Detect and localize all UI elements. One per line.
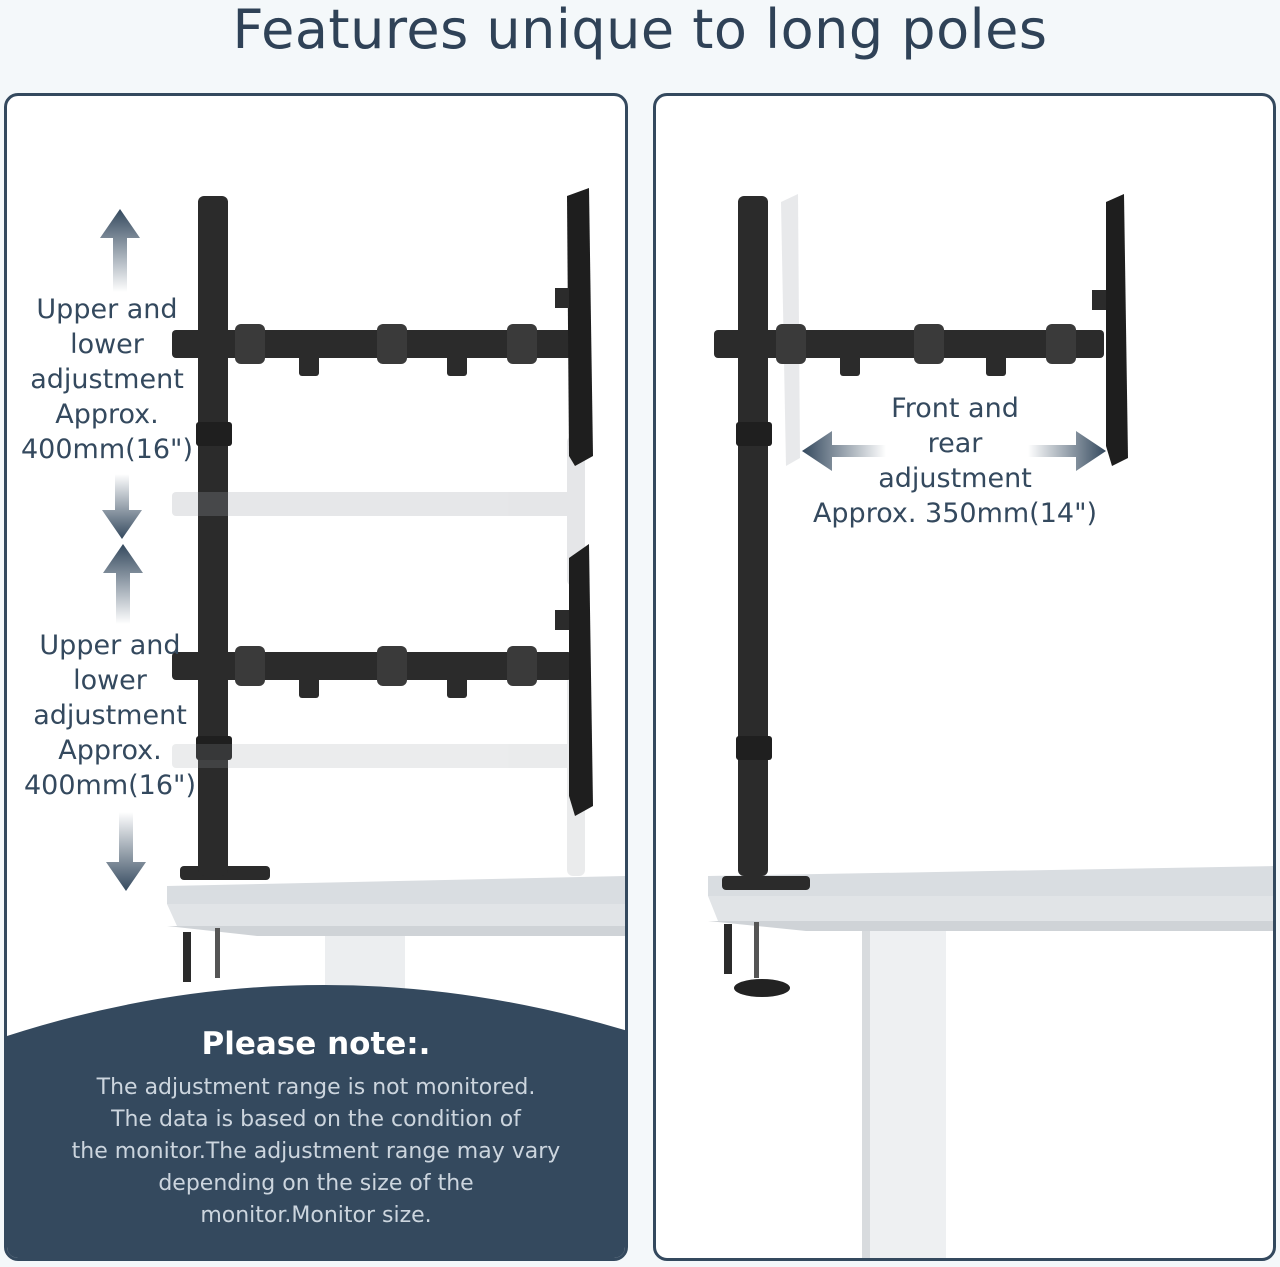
arm-ghost-lower	[172, 676, 585, 876]
arm	[714, 194, 1128, 466]
panel-front-rear-adjustment: Front and rear adjustment Approx. 350mm(…	[653, 93, 1276, 1261]
desk	[167, 876, 625, 1076]
arrow-left-icon	[802, 431, 886, 471]
arrow-right-icon	[1028, 431, 1106, 471]
page-headline: Features unique to long poles	[232, 0, 1048, 61]
label-upper-lower-2: Upper and lower adjustment Approx. 400mm…	[24, 630, 196, 801]
arrow-up-icon	[103, 544, 143, 624]
illustration-vertical	[7, 188, 625, 1258]
arm-ghost-upper	[172, 436, 585, 586]
arrow-down-icon	[102, 474, 142, 539]
panel-vertical-adjustment: Upper and lower adjustment Approx. 400mm…	[4, 93, 628, 1261]
arrow-down-icon	[106, 812, 146, 891]
desk-clamp	[722, 876, 810, 997]
illustration-horizontal	[708, 194, 1273, 1258]
arrow-up-icon	[100, 209, 140, 292]
desk	[708, 866, 1273, 1258]
pole	[738, 196, 768, 876]
note-background	[7, 985, 625, 1258]
arm-upper	[172, 188, 593, 466]
pole	[198, 196, 228, 876]
arm-lower	[172, 544, 593, 816]
label-front-rear: Front and rear adjustment Approx. 350mm(…	[812, 393, 1098, 529]
label-upper-lower-1: Upper and lower adjustment Approx. 400mm…	[21, 294, 193, 465]
